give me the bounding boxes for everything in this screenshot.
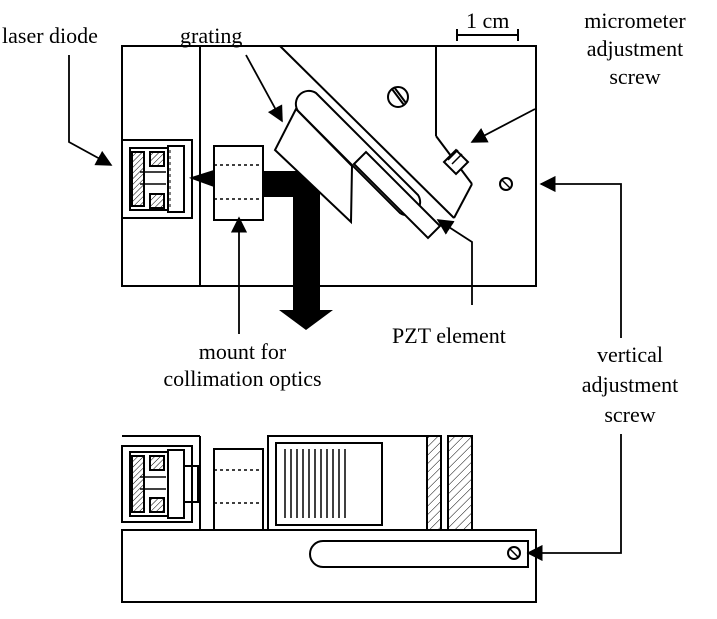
label-mount-line1: mount for	[198, 339, 287, 364]
micrometer-screw	[442, 148, 470, 176]
vertical-screw-leader-top	[539, 175, 622, 338]
label-vertical-line2: adjustment	[581, 372, 679, 397]
pzt-element	[352, 150, 442, 240]
grating-leader	[245, 54, 283, 123]
pzt-element-side	[426, 435, 442, 531]
label-mount-line2: collimation optics	[163, 366, 322, 391]
scale-bar	[456, 29, 519, 41]
label-vertical-line3: screw	[604, 402, 656, 427]
grating-block	[273, 107, 354, 225]
label-scale-bar: 1 cm	[466, 8, 510, 33]
vertical-screw-leader-bottom	[526, 434, 622, 562]
laser-diode-top	[121, 139, 193, 219]
vertical-adjustment-screw-side	[507, 546, 521, 560]
label-laser-diode: laser diode	[2, 23, 98, 48]
leader-lines	[68, 54, 622, 562]
grating-arm	[279, 45, 473, 219]
grating-side-lines	[284, 449, 346, 518]
output-beam-arrow	[279, 184, 333, 330]
laser-emission-cone	[188, 169, 215, 188]
label-micrometer-line2: adjustment	[586, 36, 684, 61]
laser-diode-leader	[68, 55, 113, 166]
label-micrometer-line3: screw	[609, 64, 661, 89]
collimation-mount-side	[213, 448, 264, 531]
micrometer-leader	[470, 108, 536, 143]
side-view	[121, 435, 537, 603]
screw-top-large	[387, 86, 409, 108]
label-grating: grating	[180, 23, 243, 48]
vertical-adjustment-screw-top	[499, 177, 513, 191]
label-micrometer-line1: micrometer	[584, 8, 686, 33]
label-vertical-line1: vertical	[597, 342, 663, 367]
laser-diode-side	[121, 445, 199, 523]
micrometer-block-side	[447, 435, 473, 531]
base-plate-side	[121, 529, 537, 603]
label-pzt-element: PZT element	[392, 323, 506, 348]
vertical-adjustment-slot	[309, 540, 529, 568]
top-view	[121, 45, 537, 330]
grating-arm-side	[267, 435, 432, 530]
pzt-leader	[436, 219, 473, 305]
collimation-mount-top	[213, 145, 264, 221]
